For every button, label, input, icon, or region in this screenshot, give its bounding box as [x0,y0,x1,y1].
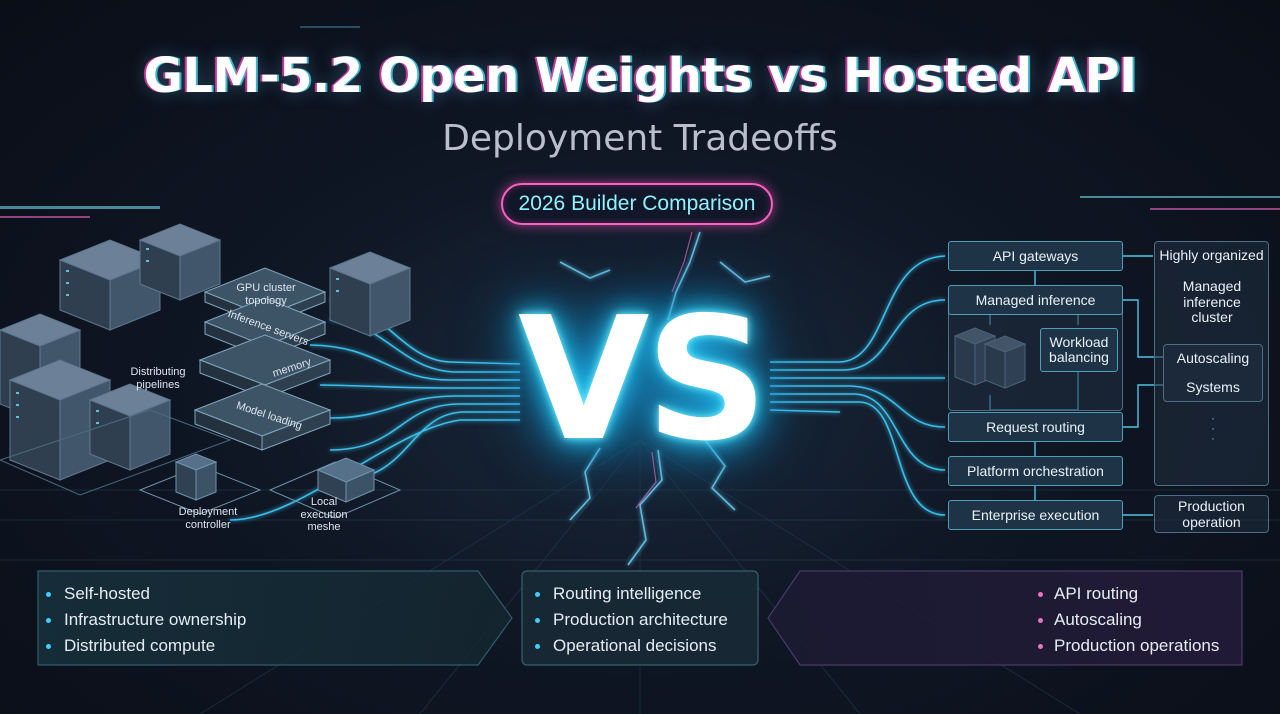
api-gateways-box: API gateways [948,241,1123,271]
right-flow-lines [769,255,946,516]
crack-lines [559,231,771,566]
server-racks [0,223,412,496]
stack-label-gpu: GPU cluster topology [236,282,296,307]
stack-layer-model [193,383,332,451]
center-feature-list: Routing intelligence Production architec… [533,581,728,659]
deployment-controller-device [138,453,262,515]
autoscaling-systems-group [1163,344,1263,402]
list-item: API routing [1037,581,1219,607]
left-feature-list: Self-hosted Infrastructure ownership Dis… [44,581,246,659]
highly-organized-label: Highly organized [1159,247,1264,263]
list-item: Operational decisions [533,633,728,659]
server-rack [138,223,222,301]
server-rack [88,383,172,471]
production-operation-panel [1154,495,1269,533]
inference-stack [193,267,332,451]
systems-label: Systems [1186,379,1240,395]
crack-lines-pink [635,231,693,509]
page-subtitle: Deployment Tradeoffs [442,118,838,159]
comparison-badge: 2026 Builder Comparison [501,183,773,225]
stack-layer-memory [198,334,332,399]
label-deployment-controller: Deployment controller [178,506,238,531]
server-rack-lights [16,248,339,424]
left-bottom-panel-shape [37,570,513,666]
platform-orchestration-box: Platform orchestration [948,456,1123,486]
label-local-execution: Local execution meshe [300,496,348,534]
request-routing-box: Request routing [948,412,1123,442]
workload-balancing-box: Workload balancing [1040,328,1118,372]
list-item: Production architecture [533,607,728,633]
list-item: Infrastructure ownership [44,607,246,633]
center-bottom-panel-shape [521,570,759,666]
server-rack [328,251,412,337]
glitch-streaks [0,26,1280,218]
vs-glow [430,240,850,540]
list-item: Production operations [1037,633,1219,659]
enterprise-execution-box: Enterprise execution [948,500,1123,530]
managed-cluster-label: Managed inference cluster [1182,278,1242,326]
local-execution-device [268,457,402,519]
list-item: Distributed compute [44,633,246,659]
list-item: Self-hosted [44,581,246,607]
more-dots-icon: ··· [1211,411,1215,445]
vs-label: VS [517,281,768,479]
managed-inference-box: Managed inference [948,285,1123,315]
right-bottom-panel-shape [767,570,1243,666]
right-feature-list: API routing Autoscaling Production opera… [1037,581,1219,659]
label-distributing-pipelines: Distributing pipelines [130,366,186,391]
list-item: Routing intelligence [533,581,728,607]
production-operation-label: Production operation [1178,498,1245,530]
page-title: GLM-5.2 Open Weights vs Hosted API [143,48,1137,104]
list-item: Autoscaling [1037,607,1219,633]
autoscaling-label: Autoscaling [1176,350,1250,366]
